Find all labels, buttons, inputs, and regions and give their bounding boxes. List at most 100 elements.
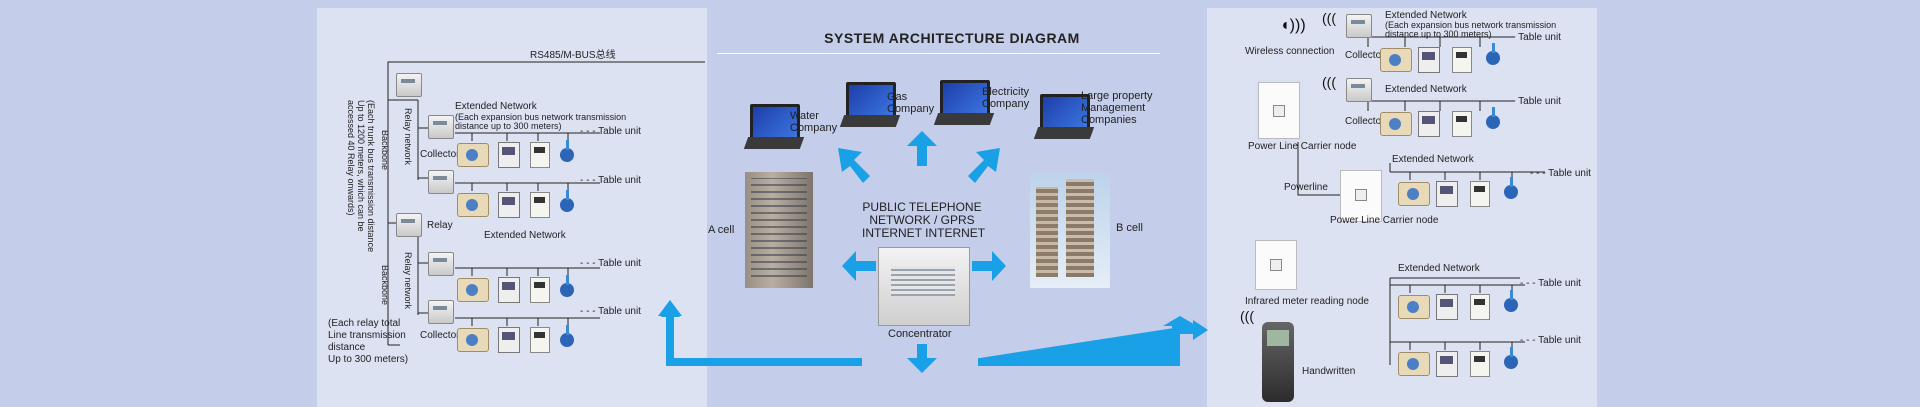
- network-label-3: INTERNET INTERNET: [862, 227, 982, 240]
- arrow-up-right: [968, 148, 1000, 183]
- heat-meter: [1484, 107, 1502, 131]
- wireless-icon: (((: [1240, 308, 1254, 324]
- relay-network-label-2: Relay network: [403, 252, 413, 309]
- water-meter: [1398, 182, 1430, 206]
- right-extended-network-label-4: Extended Network: [1398, 263, 1480, 274]
- collector-device: [428, 170, 454, 194]
- table-unit-label: - - - Table unit: [580, 306, 641, 317]
- gas-meter: [498, 327, 520, 353]
- electricity-meter: [530, 277, 550, 303]
- collector-label: Collector: [420, 149, 459, 160]
- heat-meter: [1502, 347, 1520, 371]
- gas-company-label: Gas Company: [887, 91, 941, 115]
- collector-device: [1346, 78, 1372, 102]
- water-meter: [1398, 352, 1430, 376]
- infrared-node-device: [1255, 240, 1297, 290]
- electricity-meter: [1470, 294, 1490, 320]
- left-extended-network-label: Extended Network: [455, 101, 537, 112]
- relay-note-2: Line transmission: [328, 330, 406, 341]
- gas-meter: [1418, 111, 1440, 137]
- wireless-icon: ◖))): [1280, 18, 1306, 34]
- arrow-down: [907, 344, 937, 373]
- relay-note-4: Up to 300 meters): [328, 354, 408, 365]
- electricity-meter: [1470, 351, 1490, 377]
- electricity-meter: [530, 192, 550, 218]
- heat-meter: [558, 140, 576, 164]
- gas-meter: [498, 277, 520, 303]
- arrow-up-left: [838, 148, 870, 183]
- table-unit-label: - - - Table unit: [1500, 96, 1561, 107]
- gas-meter: [1418, 47, 1440, 73]
- table-unit-label: - - - Table unit: [1530, 168, 1591, 179]
- arrow-up: [907, 131, 937, 166]
- relay-network-label: Relay network: [403, 108, 413, 165]
- trunk-note: (Each trunk bus transmission distance Up…: [346, 100, 376, 260]
- b-cell-label: B cell: [1116, 222, 1143, 234]
- plc-node-label: Power Line Carrier node: [1248, 141, 1356, 152]
- electricity-meter: [530, 142, 550, 168]
- plc-node-label-2: Power Line Carrier node: [1330, 215, 1438, 226]
- wireless-icon: (((: [1322, 74, 1336, 90]
- b-cell-building: [1030, 173, 1110, 288]
- collector-label: Collector: [1345, 116, 1384, 127]
- collector-device: [428, 300, 454, 324]
- concentrator-device: [878, 247, 970, 326]
- electricity-meter: [1470, 181, 1490, 207]
- relay-device: [396, 213, 422, 237]
- table-unit-label: - - - Table unit: [580, 126, 641, 137]
- heat-meter: [1502, 177, 1520, 201]
- plc-node-device: [1258, 82, 1300, 139]
- water-meter: [1380, 48, 1412, 72]
- water-meter: [457, 328, 489, 352]
- table-unit-label: - - - Table unit: [580, 175, 641, 186]
- relay-label: Relay: [427, 220, 453, 231]
- electricity-company-label: Electricity Company: [982, 86, 1040, 110]
- wireless-icon: (((: [1322, 10, 1336, 26]
- right-extended-network-label-2: Extended Network: [1385, 84, 1467, 95]
- heat-meter: [558, 325, 576, 349]
- water-meter: [457, 278, 489, 302]
- powerline-label: Powerline: [1284, 182, 1328, 193]
- arrow-left: [842, 251, 876, 281]
- handwritten-label: Handwritten: [1302, 366, 1355, 377]
- rs485-bus-line: [388, 62, 705, 78]
- relay-note-3: distance: [328, 342, 365, 353]
- arrow-to-right-panel: [980, 316, 1197, 358]
- heat-meter: [558, 275, 576, 299]
- collector-label: Collector: [1345, 50, 1384, 61]
- heat-meter: [558, 190, 576, 214]
- water-meter: [1398, 295, 1430, 319]
- gas-meter: [1436, 294, 1458, 320]
- water-meter: [457, 143, 489, 167]
- heat-meter: [1502, 290, 1520, 314]
- gas-meter: [498, 142, 520, 168]
- electricity-meter: [1452, 111, 1472, 137]
- right-extended-network-label-3: Extended Network: [1392, 154, 1474, 165]
- table-unit-label: - - - Table unit: [1520, 335, 1581, 346]
- arrow-to-left-panel: [660, 302, 862, 365]
- left-extended-note-2: distance up to 300 meters): [455, 121, 562, 131]
- gas-meter: [1436, 181, 1458, 207]
- relay-note-1: (Each relay total: [328, 318, 400, 329]
- handheld-reader-device: [1262, 322, 1294, 402]
- infrared-node-label: Infrared meter reading node: [1245, 296, 1369, 307]
- collector-device: [1346, 14, 1372, 38]
- backbone-label: Backbone: [380, 130, 390, 170]
- backbone-label-2: Backbone: [380, 265, 390, 305]
- left-extended-network-label-2: Extended Network: [484, 230, 566, 241]
- concentrator-label: Concentrator: [888, 328, 952, 340]
- a-cell-building: [745, 172, 813, 288]
- property-management-label: Large property Management Companies: [1081, 90, 1171, 126]
- gas-meter: [1436, 351, 1458, 377]
- left-top-collector: [396, 73, 422, 97]
- electricity-meter: [1452, 47, 1472, 73]
- collector-device: [428, 115, 454, 139]
- heat-meter: [1484, 43, 1502, 67]
- a-cell-label: A cell: [708, 224, 734, 236]
- table-unit-label: - - - Table unit: [1520, 278, 1581, 289]
- water-meter: [457, 193, 489, 217]
- table-unit-label: - - - Table unit: [1500, 32, 1561, 43]
- water-meter: [1380, 112, 1412, 136]
- rs485-bus-label: RS485/M-BUS总线: [530, 50, 616, 61]
- electricity-meter: [530, 327, 550, 353]
